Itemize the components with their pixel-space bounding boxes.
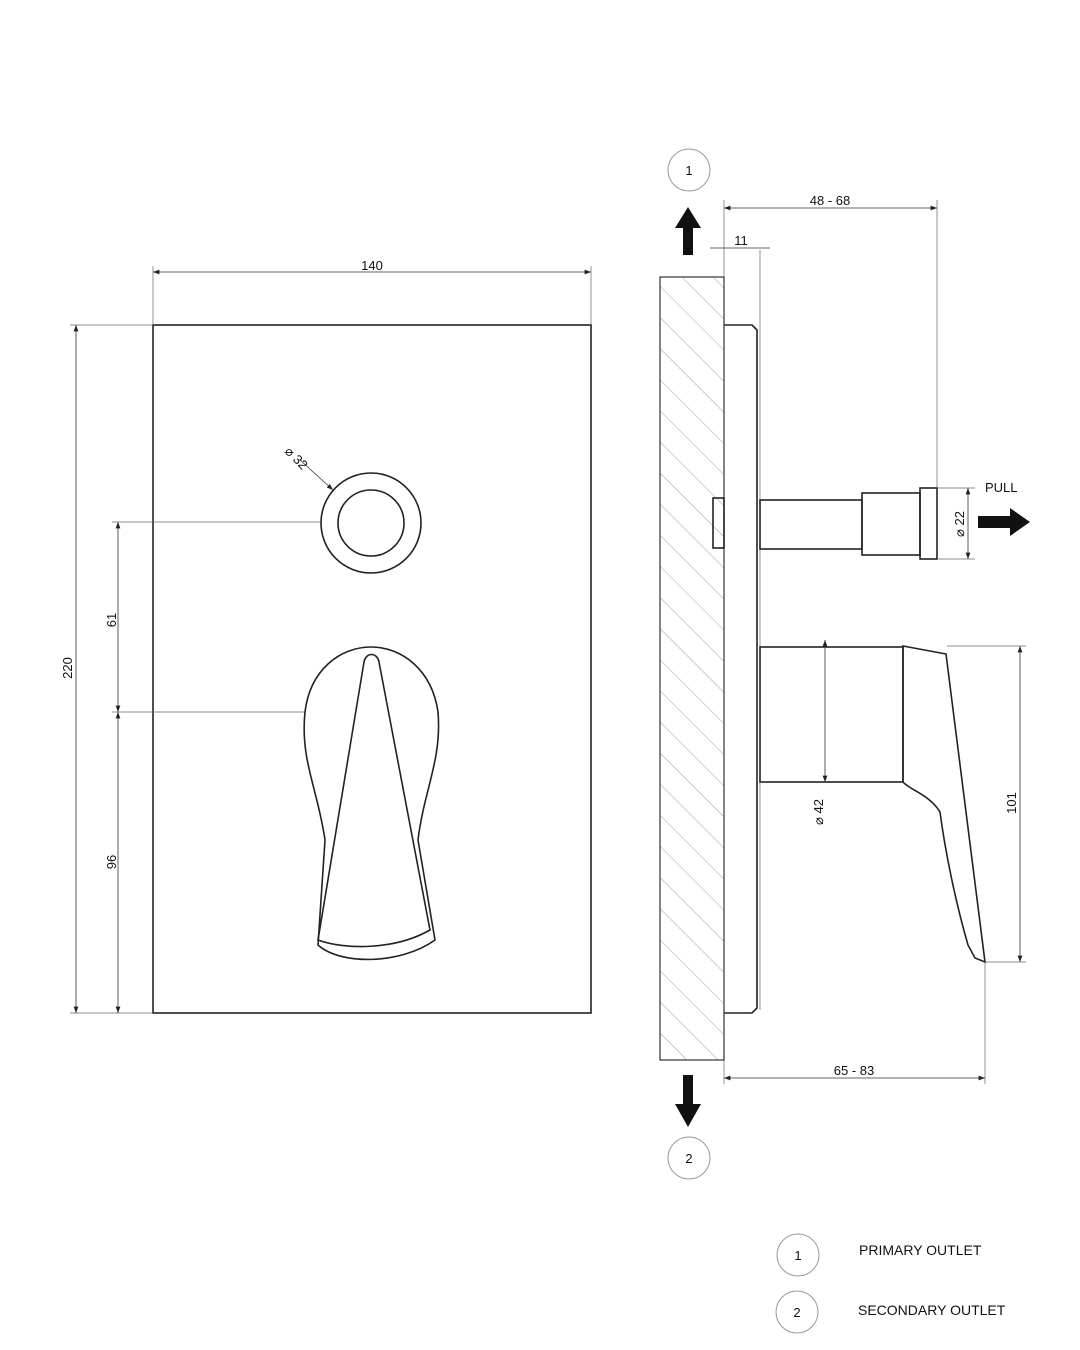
- wall-section: [659, 276, 725, 1061]
- lever-to-bottom-dimension: 96: [104, 855, 119, 869]
- side-view: 48 - 68 11 ⌀ 22 PULL ⌀ 42 101 65 - 83 1: [659, 148, 1030, 1180]
- outlet-marker-1: 1: [685, 163, 692, 178]
- arrow-up-icon: [675, 207, 701, 255]
- diverter-button-inner: [337, 489, 405, 557]
- pull-label: PULL: [985, 480, 1018, 495]
- lever-projection-dimension: 65 - 83: [834, 1063, 874, 1078]
- lever-escutcheon: [303, 646, 440, 961]
- outlet-marker-2: 2: [685, 1151, 692, 1166]
- front-view: 140 220 61 96 ⌀ 32: [60, 258, 592, 1014]
- legend: 1 PRIMARY OUTLET 2 SECONDARY OUTLET: [775, 1233, 1006, 1334]
- lever-handle-front: [317, 653, 431, 948]
- arrow-down-icon: [675, 1075, 701, 1127]
- button-diameter-dimension: ⌀ 32: [282, 444, 311, 473]
- pull-knob-diameter-dimension: ⌀ 22: [952, 511, 967, 537]
- diverter-spindle: [712, 487, 938, 560]
- lever-handle-side: [902, 645, 986, 964]
- cover-plate-side: [724, 324, 758, 1014]
- height-dimension: 220: [60, 657, 75, 679]
- projection-dimension: 48 - 68: [810, 193, 850, 208]
- plate-depth-dimension: 11: [734, 233, 748, 248]
- pull-arrow-icon: [978, 508, 1030, 536]
- diverter-button-outer: [320, 472, 422, 574]
- legend-item: 1 PRIMARY OUTLET: [776, 1233, 982, 1277]
- width-dimension: 140: [361, 258, 383, 273]
- svg-text:1: 1: [794, 1248, 801, 1263]
- legend-label: PRIMARY OUTLET: [859, 1242, 982, 1258]
- cover-plate: [152, 324, 592, 1014]
- button-to-lever-dimension: 61: [104, 613, 119, 627]
- lever-height-dimension: 101: [1004, 792, 1019, 814]
- legend-label: SECONDARY OUTLET: [858, 1302, 1006, 1318]
- lever-base: [759, 646, 904, 783]
- legend-item: 2 SECONDARY OUTLET: [775, 1290, 1006, 1334]
- lever-base-diameter-dimension: ⌀ 42: [811, 799, 826, 825]
- svg-text:2: 2: [793, 1305, 800, 1320]
